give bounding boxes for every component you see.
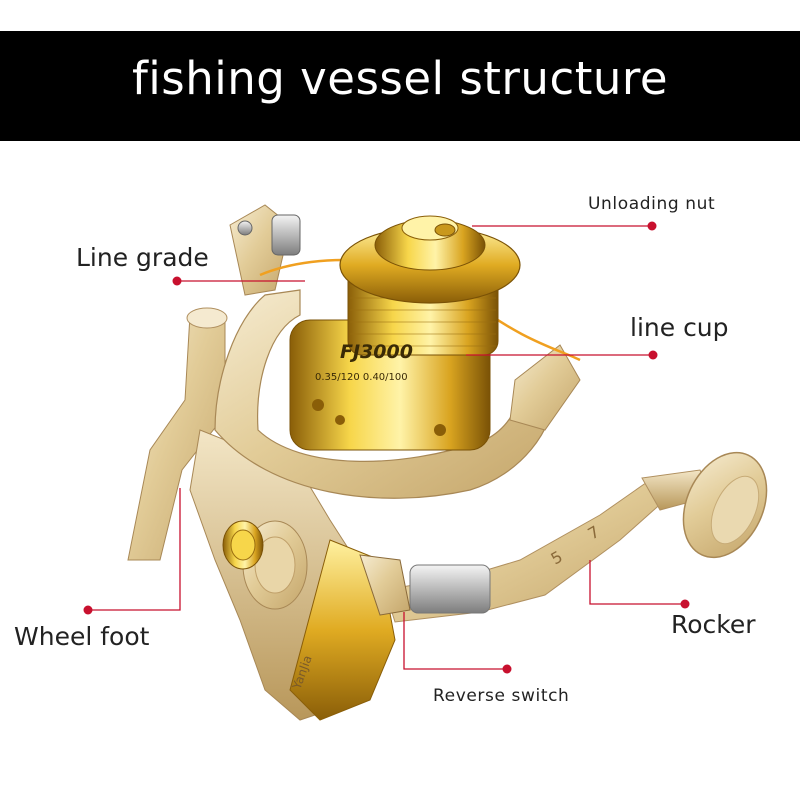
spool: FJ3000 0.35/120 0.40/100 bbox=[289, 215, 521, 451]
label-rocker: Rocker bbox=[671, 610, 756, 639]
spool-model-text: FJ3000 bbox=[340, 341, 413, 363]
dot-unloading-nut bbox=[647, 221, 657, 231]
leader-reverse-switch bbox=[403, 612, 507, 670]
label-line-cup: line cup bbox=[630, 313, 729, 342]
label-reverse-switch: Reverse switch bbox=[433, 686, 570, 706]
dot-line-cup bbox=[648, 350, 658, 360]
reel-body: YanJia bbox=[189, 429, 411, 721]
wheel-foot-part bbox=[127, 307, 228, 561]
spool-spec-text: 0.35/120 0.40/100 bbox=[315, 372, 408, 383]
page-title: fishing vessel structure bbox=[131, 52, 669, 105]
label-wheel-foot: Wheel foot bbox=[14, 622, 150, 651]
dot-reverse-switch bbox=[502, 664, 512, 674]
leader-dots bbox=[83, 221, 690, 674]
dot-rocker bbox=[680, 599, 690, 609]
rocker-arm: 5 7 bbox=[384, 451, 768, 623]
leader-wheel-foot bbox=[88, 488, 181, 611]
label-line-grade: Line grade bbox=[76, 243, 209, 272]
dot-line-grade bbox=[172, 276, 182, 286]
dot-wheel-foot bbox=[83, 605, 93, 615]
title-banner: fishing vessel structure bbox=[0, 31, 800, 141]
label-unloading-nut: Unloading nut bbox=[588, 194, 716, 214]
leader-rocker bbox=[589, 560, 685, 605]
leader-lines bbox=[88, 225, 685, 670]
